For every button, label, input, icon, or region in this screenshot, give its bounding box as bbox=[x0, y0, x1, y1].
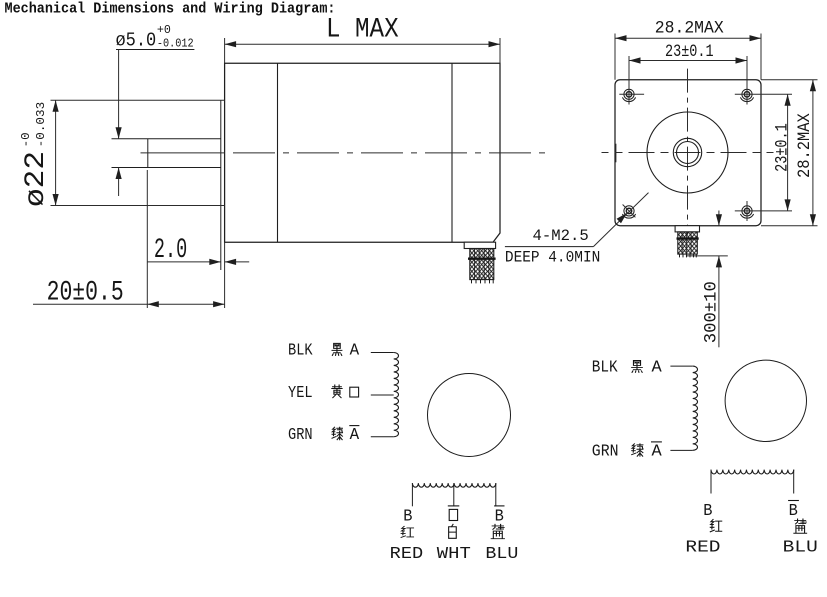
svg-text:2.0: 2.0 bbox=[154, 235, 187, 266]
svg-text:GRN: GRN bbox=[592, 441, 619, 460]
svg-text:300±10: 300±10 bbox=[702, 281, 722, 343]
svg-text:L MAX: L MAX bbox=[326, 14, 399, 45]
svg-text:A: A bbox=[350, 425, 360, 444]
svg-text:BLK: BLK bbox=[288, 341, 313, 360]
svg-text:23±0.1: 23±0.1 bbox=[665, 42, 714, 62]
svg-text:B: B bbox=[703, 501, 712, 520]
svg-text:BLK: BLK bbox=[592, 358, 618, 377]
svg-text:-0.033: -0.033 bbox=[34, 102, 48, 148]
svg-text:Mechanical Dimensions and Wiri: Mechanical Dimensions and Wiring Diagram… bbox=[5, 1, 336, 17]
svg-text:ø22: ø22 bbox=[21, 151, 52, 207]
svg-text:-0: -0 bbox=[19, 132, 33, 147]
svg-text:20±0.5: 20±0.5 bbox=[47, 277, 124, 308]
svg-text:YEL: YEL bbox=[288, 383, 313, 402]
svg-text:WHT: WHT bbox=[437, 544, 471, 563]
svg-text:B: B bbox=[495, 507, 504, 526]
svg-text:B: B bbox=[789, 501, 798, 520]
svg-text:RED: RED bbox=[685, 537, 720, 556]
svg-text:ø5.0: ø5.0 bbox=[116, 30, 157, 52]
svg-text:23±0.1: 23±0.1 bbox=[773, 123, 793, 172]
svg-text:28.2MAX: 28.2MAX bbox=[655, 19, 724, 39]
svg-text:A: A bbox=[652, 441, 662, 460]
svg-text:A: A bbox=[350, 341, 360, 360]
svg-text:-0.012: -0.012 bbox=[157, 36, 194, 50]
svg-text:B: B bbox=[403, 507, 412, 526]
svg-text:+0: +0 bbox=[157, 23, 171, 37]
svg-text:BLU: BLU bbox=[485, 544, 518, 563]
svg-text:4-M2.5: 4-M2.5 bbox=[533, 227, 589, 245]
svg-text:28.2MAX: 28.2MAX bbox=[795, 113, 815, 178]
svg-text:DEEP 4.0MIN: DEEP 4.0MIN bbox=[505, 248, 600, 266]
svg-text:RED: RED bbox=[390, 544, 424, 563]
svg-text:GRN: GRN bbox=[288, 425, 313, 444]
svg-text:A: A bbox=[652, 358, 662, 377]
svg-text:BLU: BLU bbox=[783, 537, 818, 556]
